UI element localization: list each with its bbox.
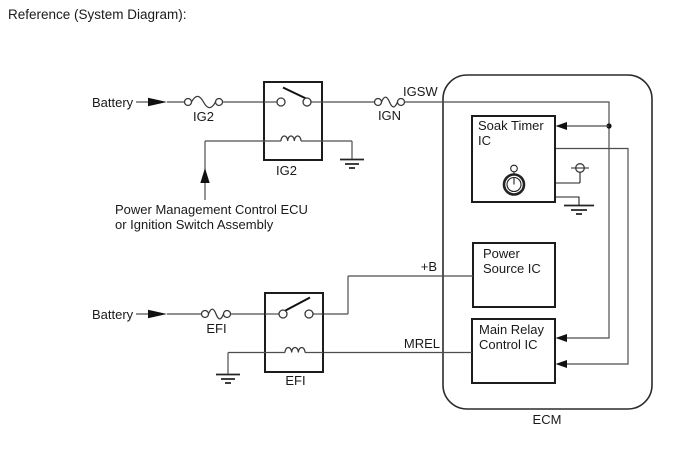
left-arrow-icon bbox=[555, 360, 567, 368]
top-battery-feed-wire bbox=[136, 97, 185, 107]
power-source-ic-label: Power Source IC bbox=[483, 246, 541, 276]
flow-arrow-icon bbox=[148, 97, 167, 107]
soak-timer-ic-label-line1: Soak Timer bbox=[478, 118, 544, 133]
relay-efi-label: EFI bbox=[285, 373, 306, 388]
relay-coil-icon bbox=[228, 346, 323, 354]
fuse-ign-label: IGN bbox=[377, 108, 402, 123]
battery-label-bottom: Battery bbox=[92, 307, 134, 322]
soak-timer-ic-label-line2: IC bbox=[478, 133, 491, 148]
left-arrow-icon bbox=[555, 122, 567, 130]
fuse-ig2-icon bbox=[183, 95, 224, 109]
ground-icon-efi bbox=[216, 352, 240, 384]
main-relay-control-ic-label-line2: Control IC bbox=[479, 337, 538, 352]
relay-efi bbox=[228, 292, 324, 373]
igsw-wire bbox=[404, 101, 612, 342]
relay-contact-icon bbox=[302, 97, 312, 107]
bottom-battery-feed-wire bbox=[136, 309, 202, 319]
left-arrow-icon bbox=[555, 334, 567, 342]
main-relay-control-ic-box bbox=[471, 318, 556, 384]
coil-control-input bbox=[200, 141, 210, 200]
stopwatch-icon bbox=[502, 164, 526, 196]
relay-coil-icon bbox=[205, 135, 352, 142]
ecm-label: ECM bbox=[532, 412, 562, 427]
soak-timer-ic-label: Soak Timer IC bbox=[478, 118, 544, 148]
plusb-signal-label: +B bbox=[420, 259, 437, 274]
page-title: Reference (System Diagram): bbox=[8, 7, 187, 22]
relay-contact-icon bbox=[278, 309, 288, 319]
fuse-efi-label: EFI bbox=[206, 321, 227, 336]
fuse-ig2-label: IG2 bbox=[193, 109, 214, 124]
control-source-note-line1: Power Management Control ECU bbox=[115, 202, 308, 217]
relay-switch-blade-icon bbox=[285, 296, 311, 312]
relay-ig2-label: IG2 bbox=[276, 163, 297, 178]
soak-to-main-relay-wire bbox=[555, 147, 629, 368]
soak-timer-ic-box bbox=[471, 115, 556, 203]
soak-terminal-icon bbox=[556, 163, 589, 184]
igsw-signal-label: IGSW bbox=[403, 84, 438, 99]
plusb-wire bbox=[323, 275, 473, 315]
up-arrow-icon bbox=[200, 168, 210, 183]
fuse-efi-icon bbox=[200, 308, 232, 320]
relay-switch-blade-icon bbox=[282, 86, 307, 100]
control-source-note-line2: or Ignition Switch Assembly bbox=[115, 217, 274, 232]
flow-arrow-icon bbox=[148, 309, 167, 319]
power-source-ic-label-line2: Source IC bbox=[483, 261, 541, 276]
relay-contact-icon bbox=[304, 309, 314, 319]
ground-icon-ig2 bbox=[340, 141, 364, 169]
power-source-ic-box bbox=[472, 242, 556, 308]
relay-ig2 bbox=[205, 81, 352, 161]
fuse-ign-icon bbox=[373, 96, 406, 108]
mrel-signal-label: MREL bbox=[403, 336, 440, 351]
battery-label-top: Battery bbox=[92, 95, 134, 110]
ground-icon-soak bbox=[556, 196, 594, 215]
relay-contact-icon bbox=[276, 97, 286, 107]
main-relay-control-ic-label: Main Relay Control IC bbox=[479, 322, 544, 352]
power-source-ic-label-line1: Power bbox=[483, 246, 520, 261]
main-relay-control-ic-label-line1: Main Relay bbox=[479, 322, 545, 337]
